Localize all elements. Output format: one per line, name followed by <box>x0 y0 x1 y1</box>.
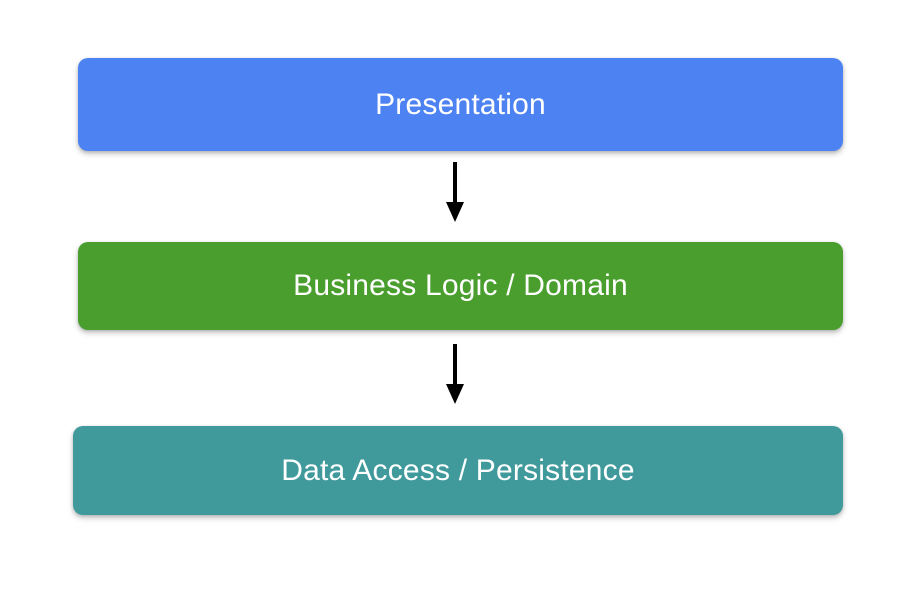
layer-label-business-logic-domain: Business Logic / Domain <box>293 269 628 302</box>
layer-label-data-access-persistence: Data Access / Persistence <box>281 453 635 487</box>
arrow-down-icon-presentation-to-business <box>446 162 464 222</box>
layer-label-presentation: Presentation <box>375 87 546 121</box>
arrow-head <box>446 384 464 404</box>
arrow-down-icon-business-to-data <box>446 344 464 404</box>
layer-box-data-access-persistence[interactable]: Data Access / Persistence <box>73 426 843 515</box>
arrow-head <box>446 202 464 222</box>
layer-box-presentation[interactable]: Presentation <box>78 58 843 151</box>
layer-box-business-logic-domain[interactable]: Business Logic / Domain <box>78 242 843 330</box>
